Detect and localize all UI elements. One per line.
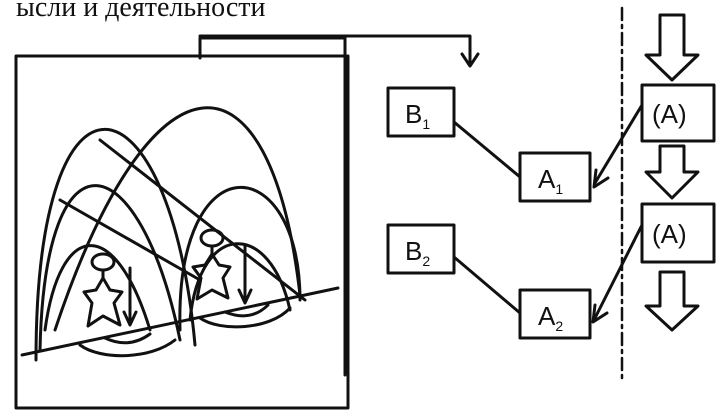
- top-connector-arrowhead: [460, 52, 480, 68]
- column-arrow-1: [644, 13, 700, 82]
- box-a2-label: A2: [538, 301, 563, 334]
- diagonal-line-1: [98, 138, 307, 302]
- arch-right-large: [53, 106, 302, 332]
- arrow-column-a2-to-a2: [593, 223, 644, 320]
- box-b2: [386, 223, 456, 275]
- arrow-column-a2-to-a2-head: [591, 303, 609, 324]
- base-line: [20, 286, 340, 357]
- figure-right-head: [199, 228, 225, 248]
- arch-left-large: [34, 127, 197, 362]
- figure-left-head: [90, 252, 116, 272]
- back-sheet-outline: [198, 36, 347, 377]
- box-b1-label: B1: [405, 99, 430, 132]
- column-arrow-2: [644, 144, 700, 200]
- figure-right-body: [191, 252, 232, 301]
- arch-left-small: [43, 244, 152, 332]
- figure-right-sight-arrowhead: [237, 288, 253, 305]
- figure-left-sight-arrowhead: [122, 310, 138, 327]
- bowl-left-inner: [103, 332, 152, 345]
- caption-text: ысли и деятельности: [16, 0, 266, 23]
- box-column-a2-label: (A): [652, 219, 687, 249]
- arrow-column-a1-to-a1-head: [592, 168, 610, 189]
- bowl-right: [198, 306, 292, 329]
- bowl-right-inner: [223, 303, 270, 318]
- diagonal-line-2: [58, 198, 202, 282]
- arrow-column-a1-to-a1: [593, 103, 644, 185]
- box-column-a1: [640, 83, 716, 143]
- box-column-a2: [640, 202, 716, 264]
- box-column-a1-label: (A): [652, 99, 687, 129]
- column-arrow-3: [644, 270, 700, 332]
- box-b1: [386, 86, 456, 138]
- figure-left-body: [82, 276, 124, 328]
- box-b2-label: B2: [405, 236, 430, 269]
- arch-right-medium: [178, 186, 302, 332]
- arch-left-medium: [38, 184, 182, 352]
- box-a1-label: A1: [538, 164, 563, 197]
- connector-b2-a2: [452, 255, 522, 315]
- front-sheet-frame: [14, 54, 350, 410]
- bowl-left: [78, 338, 177, 358]
- connector-b1-a1: [452, 120, 522, 179]
- top-connector-line: [198, 34, 472, 64]
